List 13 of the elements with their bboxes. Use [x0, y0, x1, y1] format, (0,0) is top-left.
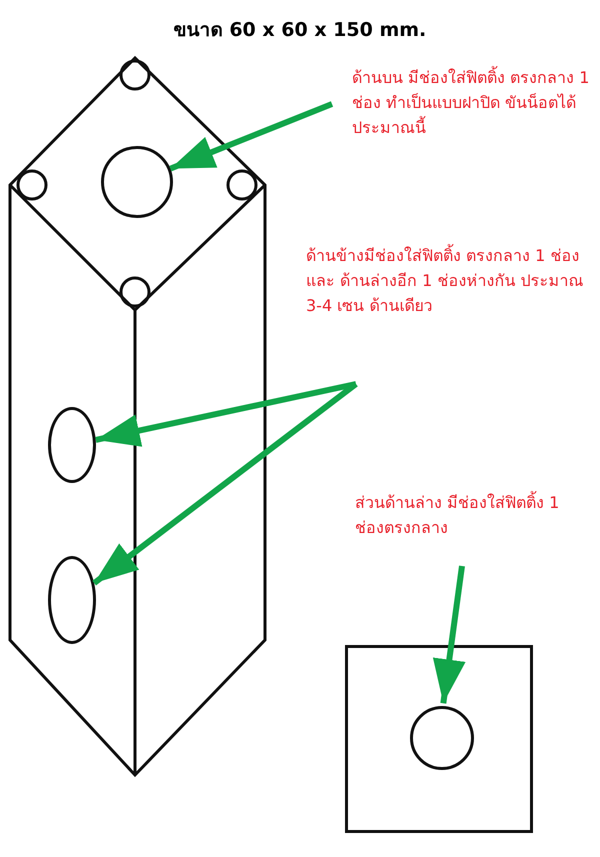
note-text: ด้านบน มีช่องใส่ฟิตติ้ง ตรงกลาง 1 ช่อง ทำเป็นแบบฝาปิด ขันน็อตได้ประมาณนี้	[352, 65, 590, 139]
arrow	[92, 382, 358, 586]
arrow	[95, 381, 357, 447]
arrow	[169, 101, 334, 172]
bottom-face-square	[345, 645, 533, 833]
note-text: ด้านข้างมีช่องใส่ฟิตติ้ง ตรงกลาง 1 ช่อง และ ด้านล่างอีก 1 ช่องห่างกัน ประมาณ 3-4 เซน ด้านเดียว	[306, 243, 585, 317]
arrow	[432, 566, 466, 704]
hole-oval	[48, 556, 96, 644]
hole-circle	[101, 146, 173, 218]
hole-circle	[410, 706, 474, 770]
hole-oval	[48, 407, 96, 483]
title: ขนาด 60 x 60 x 150 mm.	[172, 18, 428, 43]
note-text: ส่วนด้านล่าง มีช่องใส่ฟิตติ้ง 1 ช่องตรงกลาง	[355, 490, 560, 539]
